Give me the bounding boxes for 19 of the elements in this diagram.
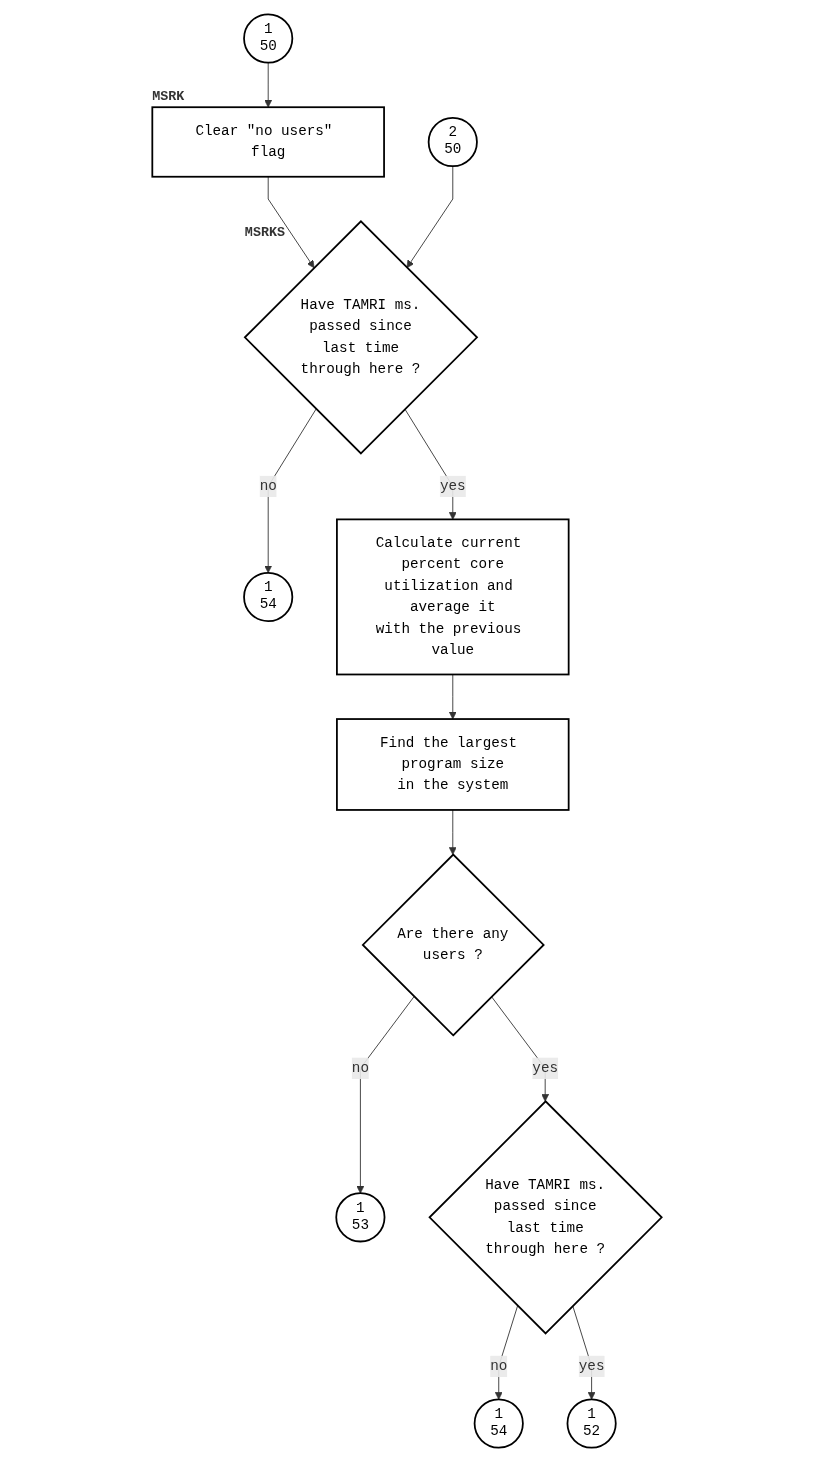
node-box: Clear "no users" flag <box>151 106 385 178</box>
node-circle: 1 50 <box>243 13 294 64</box>
edge-label: no <box>351 1060 369 1077</box>
node-box: Find the largest program size in the system <box>336 718 570 811</box>
entry-label: MSRKS <box>244 224 285 240</box>
node-diamond: Are there any users ? <box>361 853 545 1037</box>
edge-label: no <box>490 1358 508 1375</box>
edge-label: no <box>259 478 277 495</box>
edge-label: yes <box>439 478 466 495</box>
node-circle: 2 50 <box>427 116 478 168</box>
node-diamond: Have TAMRI ms. passed since last time through here ? <box>428 1100 663 1335</box>
edge-label: yes <box>578 1358 605 1375</box>
node-circle: 1 52 <box>566 1398 617 1449</box>
node-circle: 1 54 <box>243 571 294 622</box>
edge-label: yes <box>532 1060 559 1077</box>
entry-label: MSRK <box>152 89 185 105</box>
node-circle: 1 53 <box>335 1192 386 1243</box>
node-box: Calculate current percent core utilization and average it with the previous value <box>336 518 570 676</box>
node-circle: 1 54 <box>473 1398 524 1449</box>
